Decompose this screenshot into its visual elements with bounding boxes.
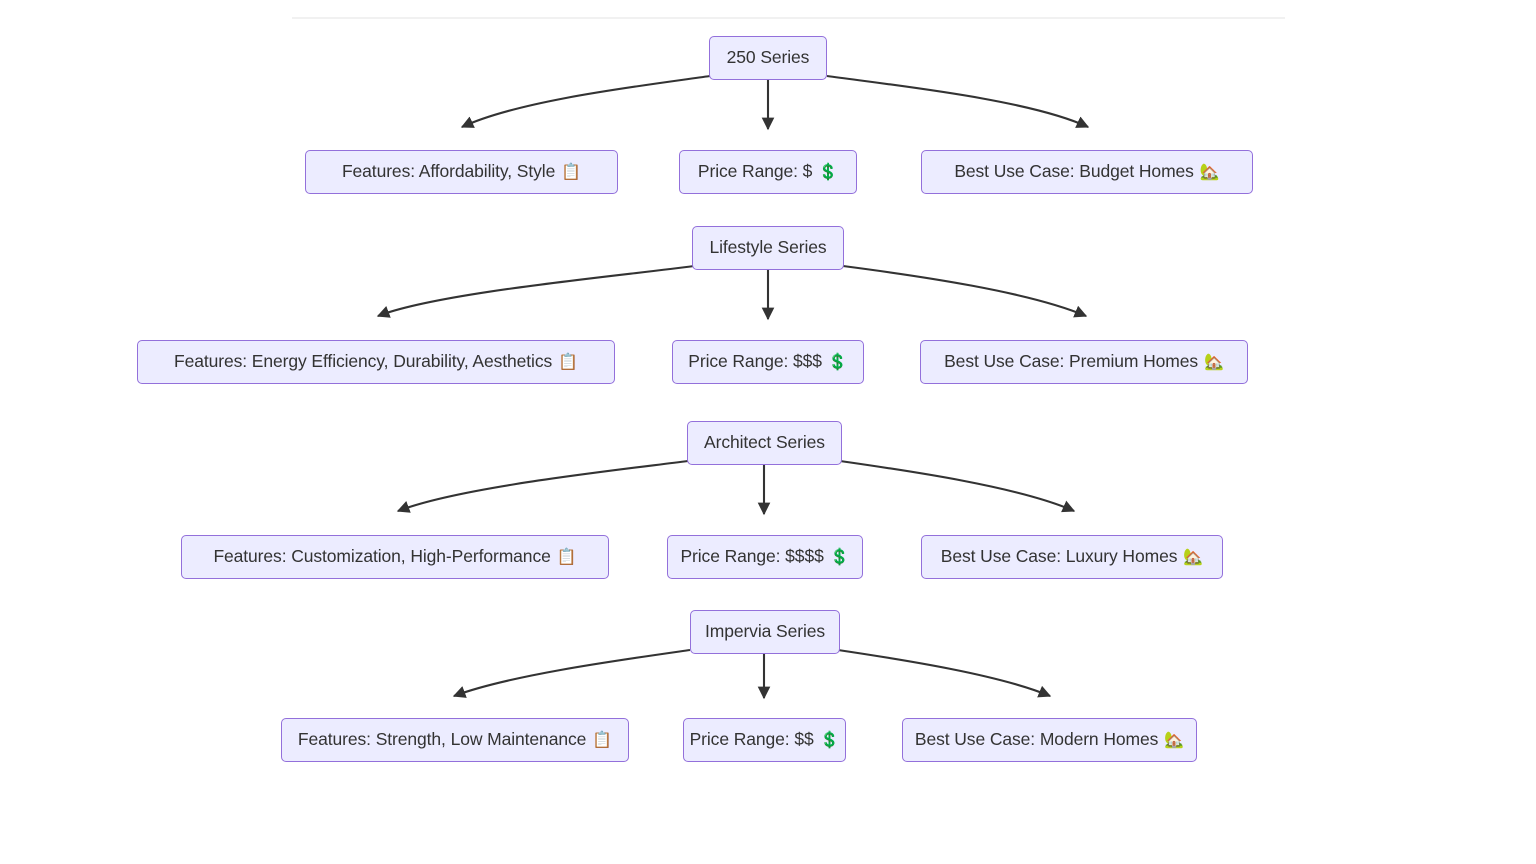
node-label: Impervia Series: [704, 621, 826, 642]
node-label: Features: Affordability, Style: [341, 161, 556, 182]
house-with-garden-icon: 🏡: [1204, 352, 1224, 371]
top-divider-rule: [292, 17, 1285, 19]
node-250-series-usecase[interactable]: Best Use Case: Budget Homes 🏡: [921, 150, 1253, 194]
edge-250series-to-features: [460, 74, 711, 128]
node-lifestyle-series-features[interactable]: Features: Energy Efficiency, Durability,…: [137, 340, 615, 384]
edge-architect-to-usecase: [839, 459, 1076, 513]
node-250-series[interactable]: 250 Series: [709, 36, 827, 80]
clipboard-icon: 📋: [592, 730, 613, 749]
edge-lifestyle-to-usecase: [842, 264, 1088, 318]
node-label: Best Use Case: Luxury Homes: [940, 546, 1178, 567]
heavy-dollar-sign-icon: 💲: [818, 162, 839, 181]
heavy-dollar-sign-icon: 💲: [827, 352, 848, 371]
node-impervia-series-usecase[interactable]: Best Use Case: Modern Homes 🏡: [902, 718, 1197, 762]
node-lifestyle-series-usecase[interactable]: Best Use Case: Premium Homes 🏡: [920, 340, 1248, 384]
node-label: Architect Series: [704, 432, 825, 453]
node-impervia-series-price[interactable]: Price Range: $$ 💲: [683, 718, 846, 762]
node-label: Features: Energy Efficiency, Durability,…: [174, 351, 553, 372]
house-with-garden-icon: 🏡: [1164, 730, 1185, 749]
edge-250series-to-usecase: [826, 74, 1090, 128]
edge-architect-to-features: [396, 459, 689, 513]
node-label: Features: Customization, High-Performanc…: [213, 546, 551, 567]
node-label: Lifestyle Series: [709, 237, 827, 258]
node-250-series-price[interactable]: Price Range: $ 💲: [679, 150, 857, 194]
node-label: Best Use Case: Budget Homes: [954, 161, 1194, 182]
edge-lifestyle-to-features: [376, 264, 695, 318]
node-impervia-series-features[interactable]: Features: Strength, Low Maintenance 📋: [281, 718, 629, 762]
node-label: Price Range: $$$$: [680, 546, 824, 567]
node-label: 250 Series: [726, 47, 810, 68]
node-label: Best Use Case: Premium Homes: [944, 351, 1199, 372]
node-label: Price Range: $: [697, 161, 813, 182]
heavy-dollar-sign-icon: 💲: [829, 547, 850, 566]
node-label: Best Use Case: Modern Homes: [914, 729, 1159, 750]
node-label: Price Range: $$: [689, 729, 814, 750]
heavy-dollar-sign-icon: 💲: [819, 730, 840, 749]
house-with-garden-icon: 🏡: [1199, 162, 1220, 181]
house-with-garden-icon: 🏡: [1183, 547, 1204, 566]
clipboard-icon: 📋: [561, 162, 582, 181]
node-architect-series-usecase[interactable]: Best Use Case: Luxury Homes 🏡: [921, 535, 1223, 579]
node-label: Features: Strength, Low Maintenance: [297, 729, 587, 750]
edge-impervia-to-usecase: [837, 648, 1052, 698]
node-lifestyle-series-price[interactable]: Price Range: $$$ 💲: [672, 340, 864, 384]
edge-impervia-to-features: [452, 648, 691, 698]
clipboard-icon: 📋: [556, 547, 577, 566]
node-impervia-series[interactable]: Impervia Series: [690, 610, 840, 654]
node-architect-series-price[interactable]: Price Range: $$$$ 💲: [667, 535, 863, 579]
node-label: Price Range: $$$: [688, 351, 822, 372]
clipboard-icon: 📋: [558, 352, 578, 371]
node-architect-series-features[interactable]: Features: Customization, High-Performanc…: [181, 535, 609, 579]
node-250-series-features[interactable]: Features: Affordability, Style 📋: [305, 150, 618, 194]
node-lifestyle-series[interactable]: Lifestyle Series: [692, 226, 844, 270]
node-architect-series[interactable]: Architect Series: [687, 421, 842, 465]
